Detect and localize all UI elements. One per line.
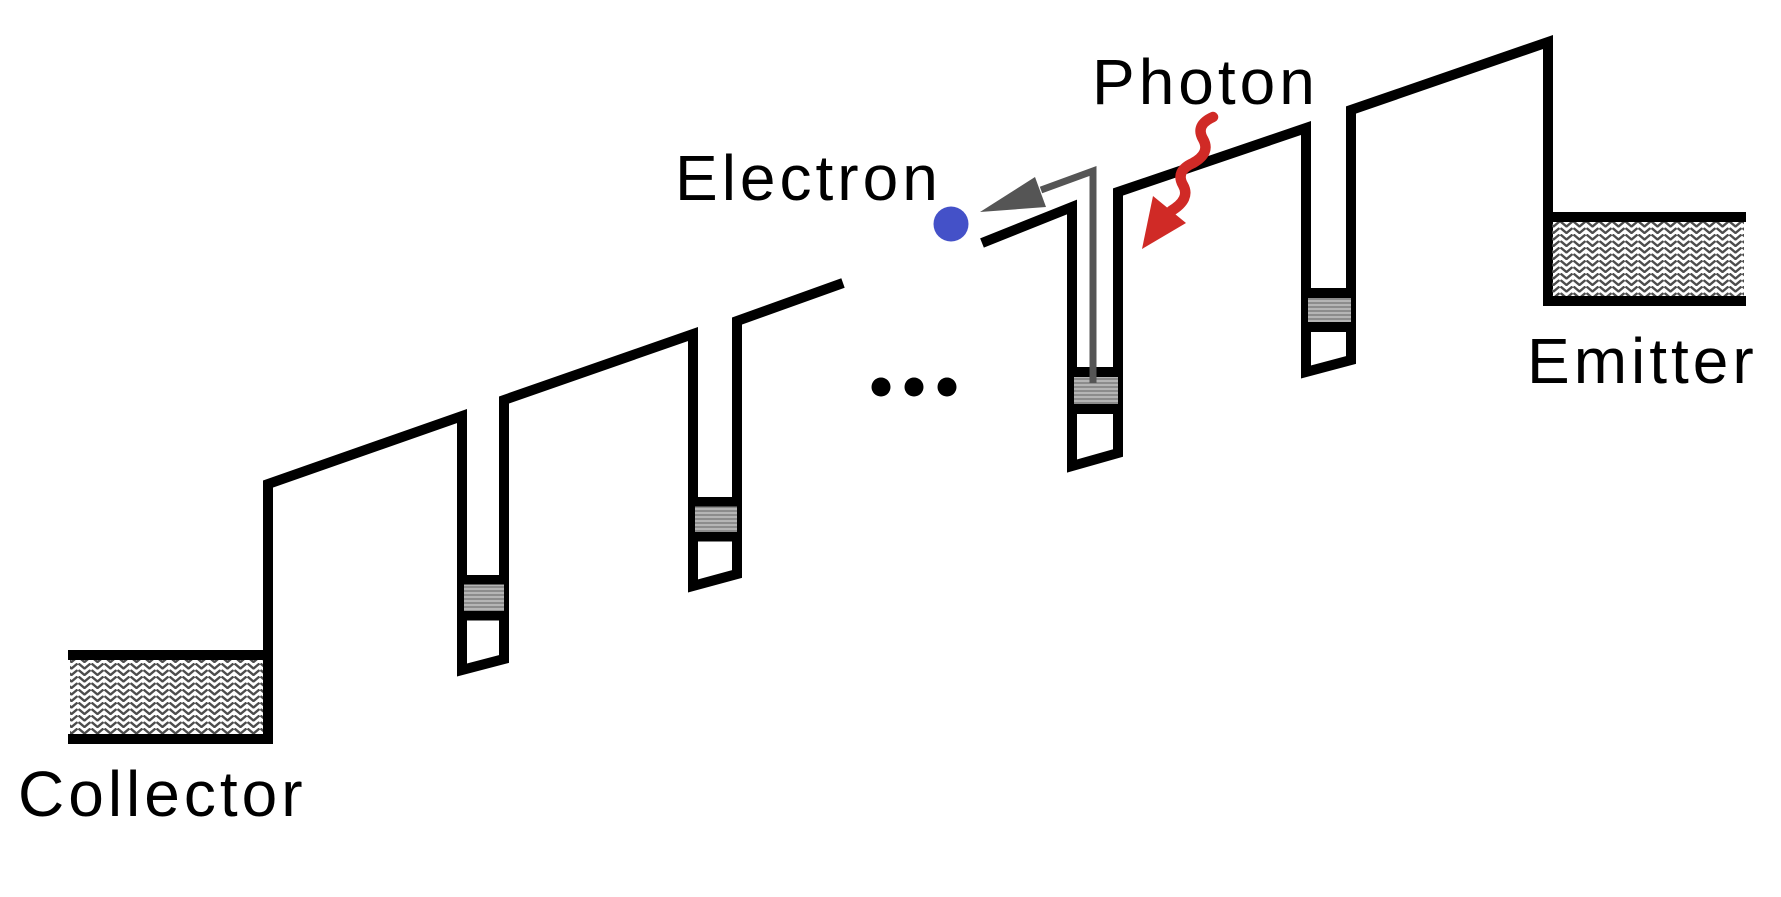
photon-label: Photon: [1092, 46, 1319, 118]
quantum-well-level-4: [1308, 288, 1351, 332]
collector-hatch: [70, 660, 268, 734]
quantum-well-level-2: [695, 497, 737, 542]
band-edge-right: [980, 34, 1553, 473]
band-edge-left: [263, 278, 845, 744]
electron-dot: [933, 206, 969, 242]
electron-label: Electron: [675, 142, 942, 214]
emitter-contact: [1543, 212, 1746, 306]
photon-arrow-icon: [1142, 111, 1219, 249]
collector-label: Collector: [18, 758, 307, 830]
quantum-well-level-1: [464, 575, 504, 621]
collector-contact: [68, 650, 273, 744]
emitter-hatch: [1552, 222, 1744, 296]
ellipsis-dots: [871, 377, 957, 397]
electron-escape-arrow-icon: [980, 165, 1097, 383]
emitter-label: Emitter: [1527, 325, 1758, 397]
